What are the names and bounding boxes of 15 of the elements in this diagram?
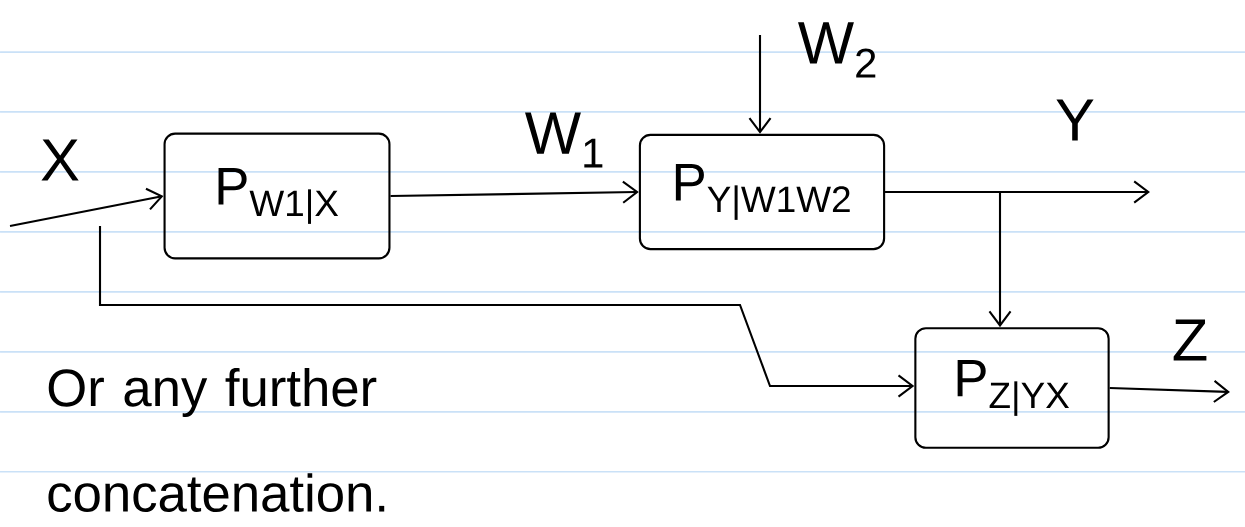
edge-label: Z [1173, 319, 1207, 361]
arrow [390, 180, 639, 204]
edge-label: W$_{2}$ [798, 22, 876, 78]
edge-label: X [41, 139, 79, 181]
edge-label: Y [1056, 99, 1094, 141]
arrow [748, 35, 772, 134]
arrow [1109, 380, 1230, 403]
process-box: P$_{Z|YX}$ [914, 327, 1110, 449]
arrow [98, 226, 915, 398]
arrow [9, 187, 164, 228]
process-box: P$_{W1|X}$ [163, 132, 391, 260]
edge-label: W$_{1}$ [525, 112, 603, 168]
process-box: P$_{Y|W1W2}$ [638, 133, 886, 251]
arrow [885, 190, 1012, 328]
note-text: Or any further concatenation. [48, 367, 385, 513]
